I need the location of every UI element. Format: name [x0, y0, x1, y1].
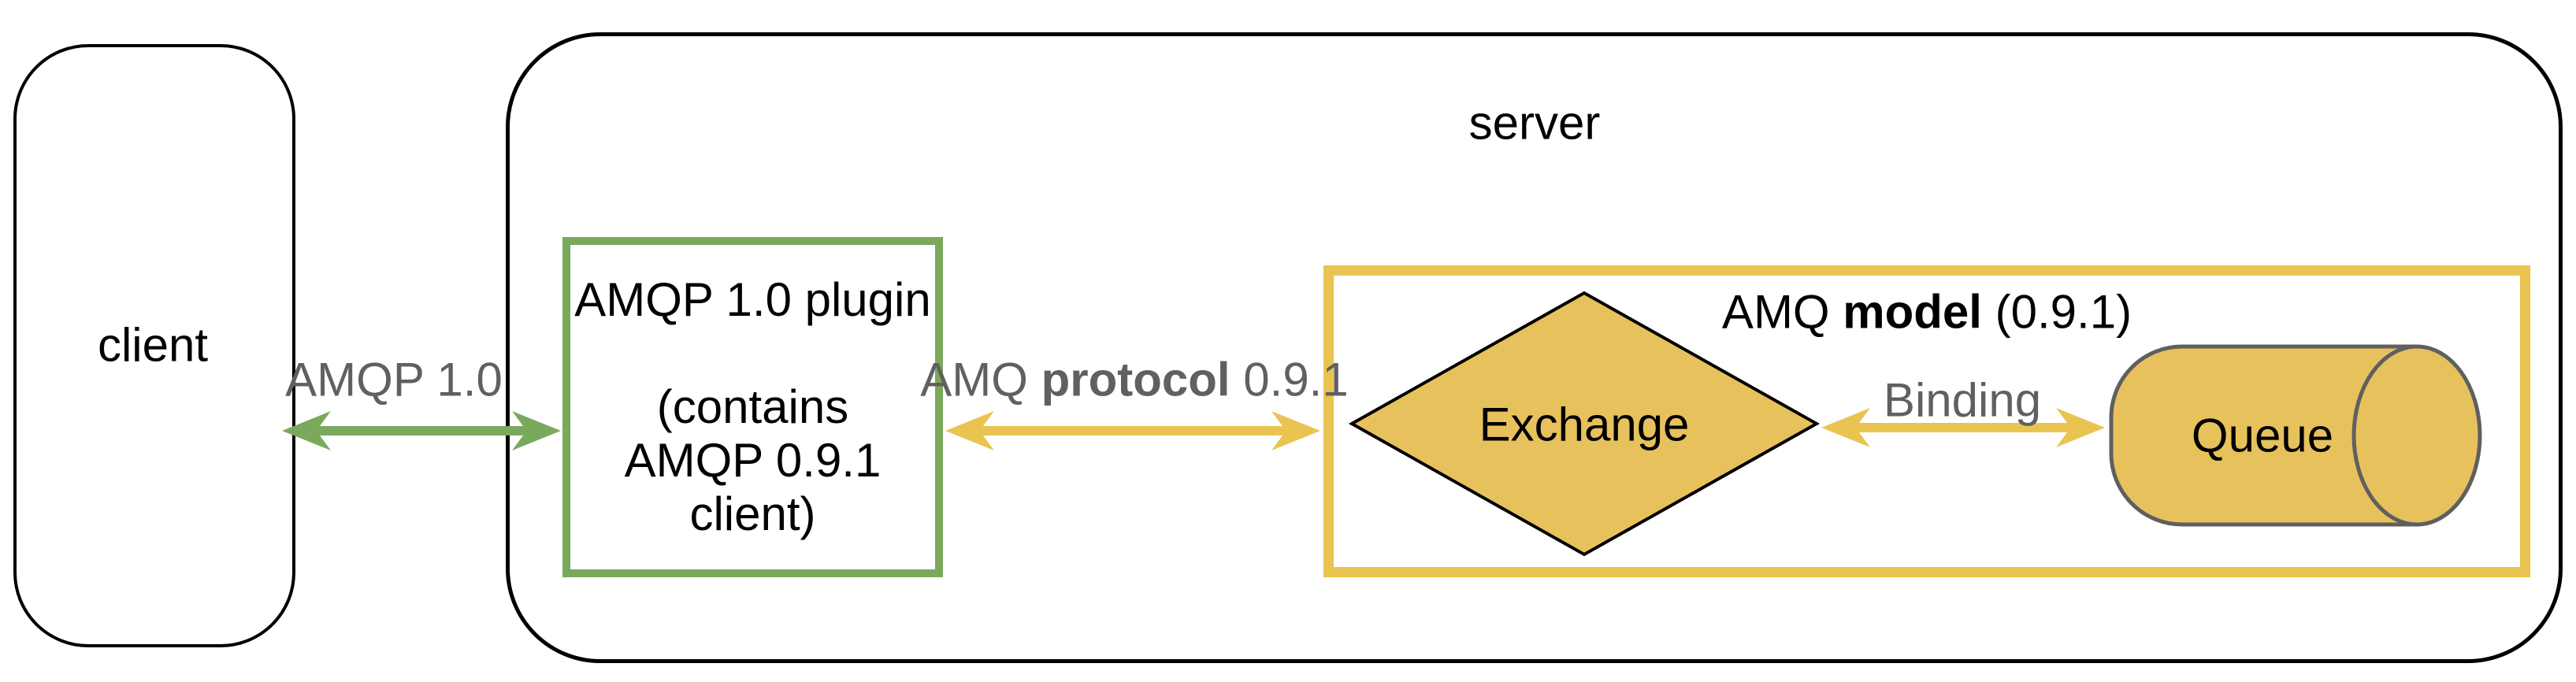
amqp10-connection-label: AMQP 1.0 — [285, 353, 503, 406]
amq-model-title-suffix: (0.9.1) — [1995, 285, 2132, 339]
queue-label: Queue — [2191, 409, 2334, 462]
client-plugin-arrow — [282, 411, 561, 450]
client-box — [13, 44, 295, 647]
plugin-box: AMQP 1.0 plugin (contains AMQP 0.9.1 cli… — [562, 237, 943, 577]
exchange-label: Exchange — [1479, 398, 1690, 451]
exchange-diamond — [1348, 291, 1821, 557]
server-label: server — [1468, 96, 1601, 150]
binding-connection-label: Binding — [1883, 373, 2042, 427]
amq-model-title-bold: model — [1843, 285, 1982, 339]
amq-protocol-label-prefix: AMQ — [920, 353, 1028, 406]
plugin-title: AMQP 1.0 plugin — [574, 273, 931, 326]
amq-protocol-label-bold: protocol — [1041, 353, 1230, 406]
amq-model-title: AMQ model (0.9.1) — [1722, 285, 2132, 339]
queue-cylinder-body — [2109, 344, 2417, 527]
queue-cylinder-cap — [2351, 344, 2482, 527]
amq-protocol-connection-label: AMQ protocol 0.9.1 — [920, 353, 1348, 407]
amq-model-box — [1323, 265, 2530, 577]
plugin-subtitle: (contains AMQP 0.9.1 client) — [624, 380, 882, 540]
amq-model-title-prefix: AMQ — [1721, 285, 1830, 339]
binding-arrow — [1821, 408, 2105, 447]
amq-protocol-label-suffix: 0.9.1 — [1243, 353, 1349, 406]
plugin-model-arrow — [945, 411, 1320, 450]
client-label: client — [97, 318, 209, 372]
